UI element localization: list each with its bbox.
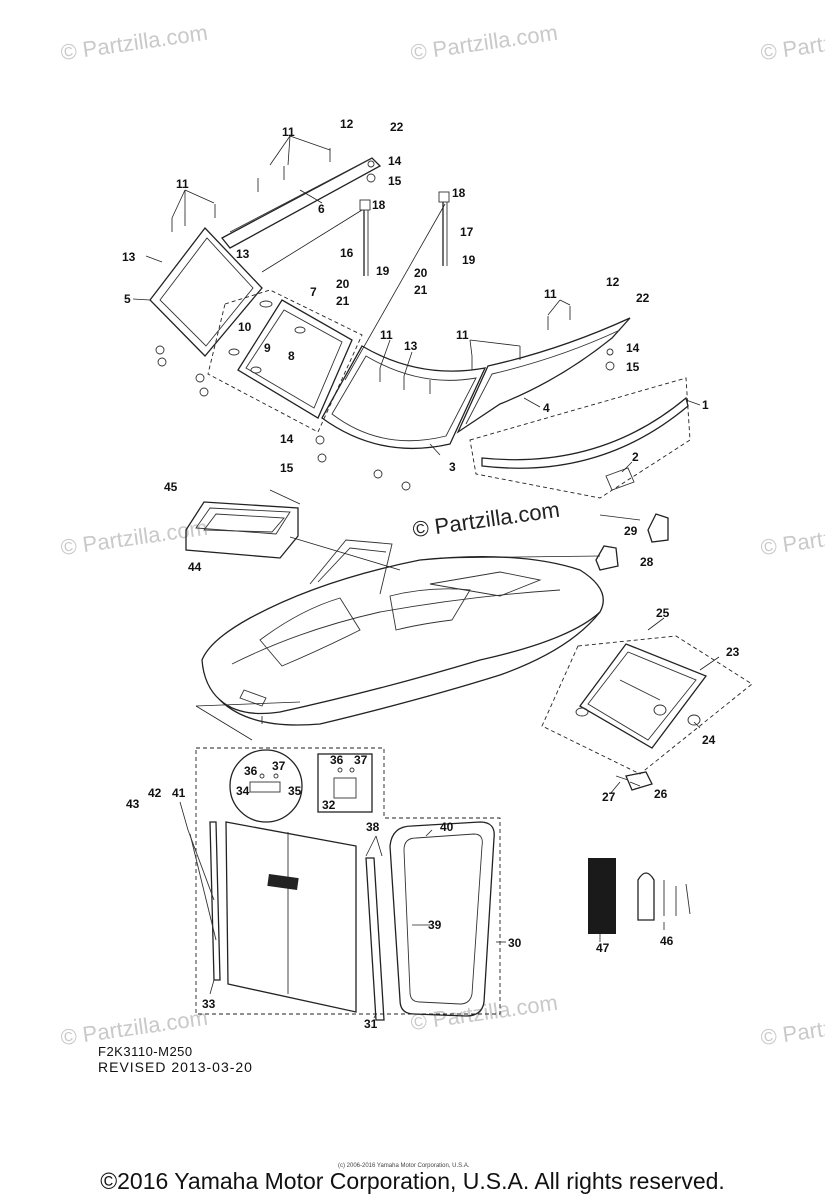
callout-39: 39 (428, 918, 442, 932)
callout-8: 8 (288, 349, 295, 363)
callout-11a: 11 (282, 125, 295, 139)
callout-16: 16 (340, 246, 354, 260)
callout-47: 47 (596, 941, 610, 955)
callout-32: 32 (322, 798, 336, 812)
callout-14c: 14 (280, 432, 294, 446)
callout-15a: 15 (388, 174, 402, 188)
callout-25: 25 (656, 606, 670, 620)
callout-18a: 18 (372, 198, 386, 212)
callout-14b: 14 (626, 341, 640, 355)
callout-2: 2 (632, 450, 639, 464)
part-32-hinge-plate[interactable] (317, 753, 373, 813)
callout-46: 46 (660, 934, 674, 948)
callout-29: 29 (624, 524, 638, 538)
callout-12b: 12 (606, 275, 620, 289)
callout-21b: 21 (414, 283, 428, 297)
part-7-window-assembly[interactable] (207, 289, 363, 433)
part-38-hinge-strip[interactable] (365, 857, 385, 1021)
fastener-set (155, 148, 615, 491)
callout-6: 6 (318, 202, 325, 216)
callout-23: 23 (726, 645, 740, 659)
callout-36a: 36 (244, 764, 258, 778)
callout-42: 42 (148, 786, 162, 800)
callout-12a: 12 (340, 117, 354, 131)
callout-11e: 11 (544, 287, 557, 301)
fine-print: (c) 2006-2016 Yamaha Motor Corporation, … (338, 1163, 470, 1169)
callout-labels: 1 2 3 4 5 6 7 8 9 10 11 11 11 11 11 12 1… (122, 117, 740, 1031)
callout-20b: 20 (414, 266, 428, 280)
part-39-window-frame[interactable] (389, 821, 495, 1017)
callout-7: 7 (310, 285, 317, 299)
callout-11c: 11 (380, 328, 393, 342)
callout-22a: 22 (390, 120, 404, 134)
part-28-cleat[interactable] (595, 513, 669, 571)
callout-19b: 19 (462, 253, 476, 267)
callout-33: 33 (202, 997, 216, 1011)
callout-5: 5 (124, 292, 131, 306)
part-26-latch[interactable] (615, 771, 653, 791)
callout-15c: 15 (280, 461, 294, 475)
callout-30: 30 (508, 936, 522, 950)
callout-26: 26 (654, 787, 668, 801)
part-6-frame-strip[interactable] (221, 157, 382, 249)
callout-21a: 21 (336, 294, 350, 308)
callout-40: 40 (440, 820, 454, 834)
part-17-support-arm[interactable] (438, 191, 450, 266)
callout-37a: 37 (272, 759, 286, 773)
callout-41: 41 (172, 786, 186, 800)
callout-3: 3 (449, 460, 456, 474)
part-47-mat[interactable] (588, 858, 616, 934)
callout-11d: 11 (456, 328, 469, 342)
callout-13c: 13 (404, 339, 418, 353)
callout-34: 34 (236, 784, 250, 798)
callout-13b: 13 (236, 247, 250, 261)
callout-27: 27 (602, 790, 616, 804)
part-5-left-windshield[interactable] (149, 226, 263, 357)
callout-20a: 20 (336, 277, 350, 291)
part-33-seal-strip[interactable] (187, 821, 221, 981)
callout-44: 44 (188, 560, 202, 574)
part-3-center-windshield[interactable] (321, 345, 487, 450)
callout-17: 17 (460, 225, 474, 239)
callout-45: 45 (164, 480, 178, 494)
callout-4: 4 (543, 401, 550, 415)
part-1-trim-assembly[interactable] (469, 377, 691, 499)
part-44-storage-box[interactable] (185, 501, 299, 559)
callout-1: 1 (702, 398, 709, 412)
part-30-door-assembly-box[interactable] (195, 747, 501, 1015)
callout-24: 24 (702, 733, 716, 747)
part-16-support-arm[interactable] (359, 199, 371, 276)
callout-14a: 14 (388, 154, 402, 168)
callout-36b: 36 (330, 753, 344, 767)
callout-31: 31 (364, 1017, 378, 1031)
part-23-seat-assembly[interactable] (541, 635, 753, 775)
part-4-right-windshield[interactable] (456, 317, 631, 434)
revision-date: REVISED 2013-03-20 (98, 1059, 253, 1075)
callout-10: 10 (238, 320, 252, 334)
boat-hull (201, 539, 604, 726)
callout-22b: 22 (636, 291, 650, 305)
callout-13a: 13 (122, 250, 136, 264)
callout-15b: 15 (626, 360, 640, 374)
callout-37b: 37 (354, 753, 368, 767)
callout-43: 43 (126, 797, 140, 811)
detail-hinge-circle (229, 749, 303, 823)
copyright-notice: ©2016 Yamaha Motor Corporation, U.S.A. A… (100, 1168, 725, 1194)
callout-28: 28 (640, 555, 654, 569)
part-46-tool-kit[interactable] (637, 872, 691, 921)
callout-18b: 18 (452, 186, 466, 200)
callout-38: 38 (366, 820, 380, 834)
part-31-door-panel[interactable] (225, 821, 357, 1013)
diagram-code: F2K3110-M250 (98, 1044, 193, 1059)
callout-9: 9 (264, 341, 271, 355)
leader-lines (132, 135, 720, 1019)
callout-19a: 19 (376, 264, 390, 278)
callout-35: 35 (288, 784, 302, 798)
callout-11b: 11 (176, 177, 189, 191)
